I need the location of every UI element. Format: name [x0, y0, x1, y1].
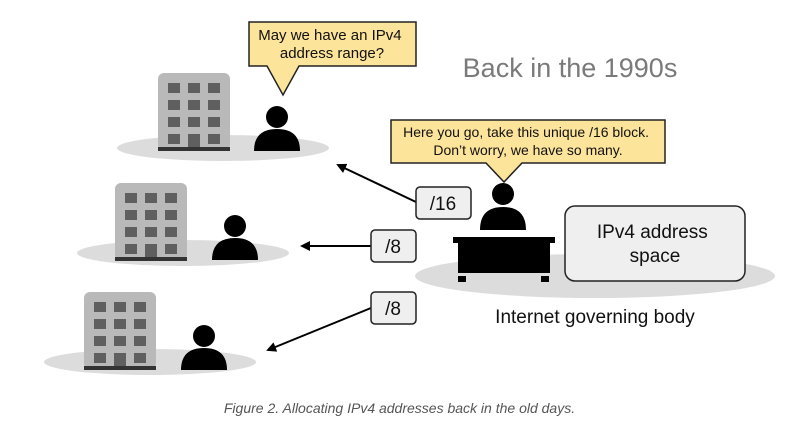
- diagram: Back in the 1990s May we have an IPv4 ad…: [44, 21, 775, 375]
- person-icon: [212, 215, 258, 260]
- allocation-label: /16: [415, 186, 472, 220]
- allocation-arrow: [336, 163, 417, 203]
- speech-line: Here you go, take this unique /16 block.: [403, 124, 649, 140]
- person-icon: [181, 325, 227, 370]
- address-space-line: IPv4 address: [597, 222, 708, 243]
- allocation-text: /8: [385, 299, 401, 320]
- speech-bubble: May we have an IPv4 address range?: [248, 21, 417, 97]
- speech-line: address range?: [280, 45, 384, 62]
- allocation-text: /8: [385, 237, 401, 258]
- allocation-label: /8: [370, 229, 417, 263]
- svg-text:May we have an IPv4 ad: May we have an IPv4 address range?: [258, 27, 406, 62]
- diagram-title: Back in the 1990s: [463, 53, 678, 83]
- speech-line: May we have an IPv4: [258, 27, 401, 44]
- building-icon: [115, 183, 187, 261]
- speech-bubble: Here you go, take this unique /16 block.…: [390, 119, 666, 184]
- allocation-text: /16: [430, 194, 456, 215]
- person-icon: [480, 183, 526, 230]
- governing-body-label: Internet governing body: [495, 307, 695, 328]
- address-space-box: IPv4 address space: [564, 205, 746, 282]
- desk-icon: [453, 237, 555, 282]
- svg-text:Here you go, take this unique: Here you go, take this unique /16 block.…: [403, 124, 653, 158]
- governing-body: Here you go, take this unique /16 block.…: [390, 119, 775, 328]
- organization-2: [77, 183, 289, 266]
- building-icon: [84, 292, 156, 370]
- figure-caption: Figure 2. Allocating IPv4 addresses back…: [223, 400, 576, 416]
- building-icon: [158, 73, 230, 151]
- organization-1: May we have an IPv4 address range?: [117, 21, 417, 161]
- allocation-arrow: [266, 307, 372, 352]
- address-space-line: space: [630, 246, 681, 267]
- organization-3: [44, 292, 256, 375]
- person-icon: [254, 106, 300, 151]
- allocation-label: /8: [370, 291, 417, 325]
- speech-line: Don’t worry, we have so many.: [433, 142, 622, 158]
- svg-text:IPv4 address space: IPv4 address space: [597, 222, 713, 267]
